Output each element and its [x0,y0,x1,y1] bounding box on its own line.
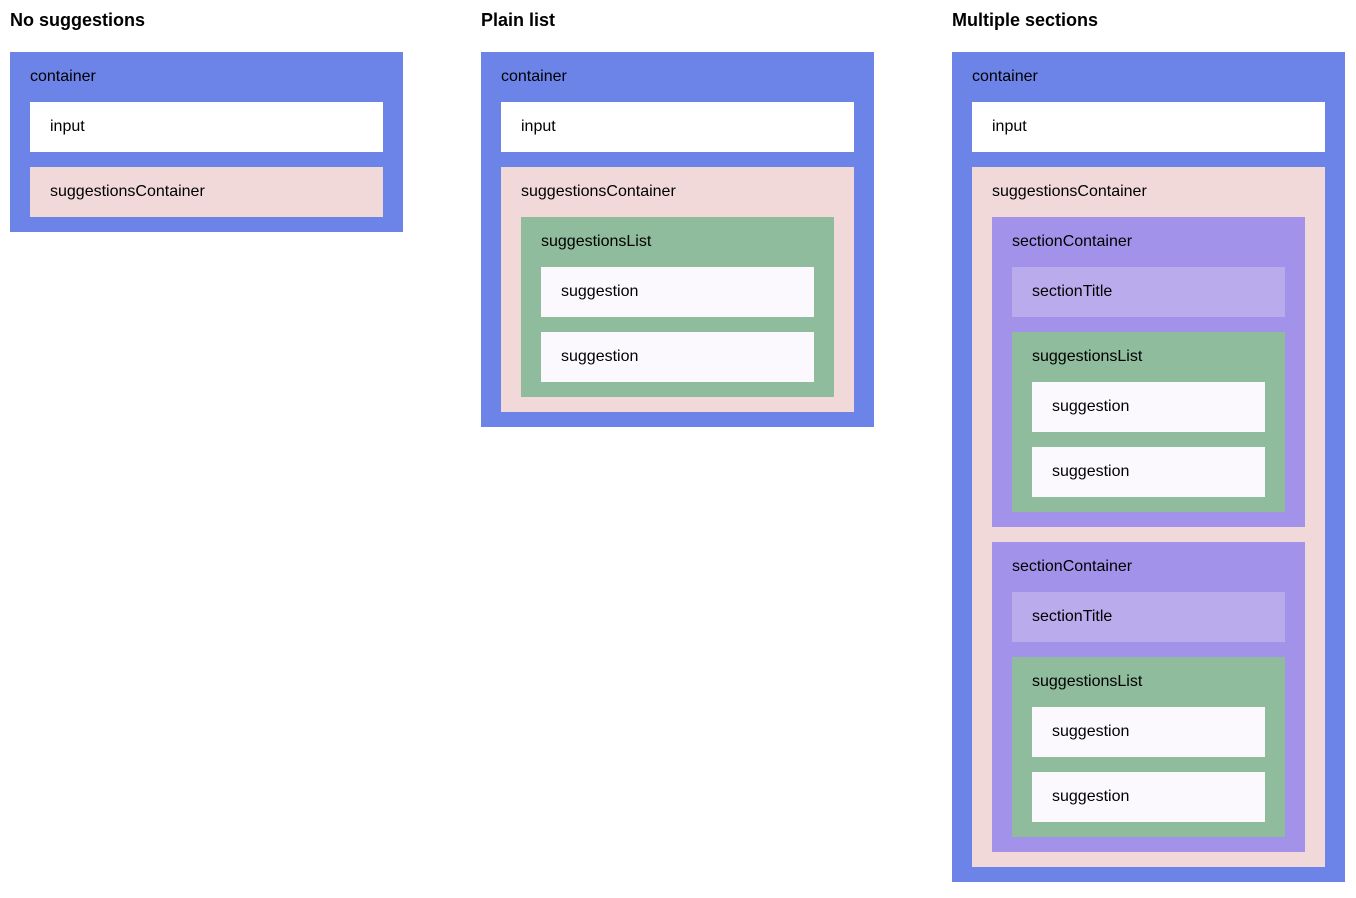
section-container-box: sectionContainer sectionTitle suggestion… [992,217,1305,527]
container-box-label: container [972,68,1038,85]
section-title-box-label: sectionTitle [1032,283,1113,300]
section-container-box-label: sectionContainer [1012,558,1133,575]
section-title-box: sectionTitle [1012,592,1285,642]
suggestion-box-label: suggestion [561,283,639,300]
suggestions-list-box: suggestionsList suggestion suggestion [1012,332,1285,512]
section-title-box-label: sectionTitle [1032,608,1113,625]
suggestions-container-box: suggestionsContainer [30,167,383,217]
input-box: input [501,102,854,152]
container-box: container input suggestionsContainer [10,52,403,232]
container-box: container input suggestionsContainer sec… [952,52,1345,882]
suggestions-container-box-label: suggestionsContainer [521,183,676,200]
container-box: container input suggestionsContainer sug… [481,52,874,427]
suggestion-box: suggestion [541,332,814,382]
input-box: input [972,102,1325,152]
example-heading-multiple-sections: Multiple sections [952,10,1099,30]
example-column-no-suggestions: No suggestions container input suggestio… [10,10,403,232]
suggestion-box-label: suggestion [1052,723,1130,740]
input-box-label: input [521,118,556,135]
input-box: input [30,102,383,152]
container-box-label: container [501,68,567,85]
example-column-multiple-sections: Multiple sections container input sugges… [952,10,1345,882]
suggestions-list-box-label: suggestionsList [541,233,652,250]
suggestion-box: suggestion [541,267,814,317]
suggestion-box-label: suggestion [1052,463,1130,480]
suggestions-list-box-label: suggestionsList [1032,348,1143,365]
suggestions-list-box: suggestionsList suggestion suggestion [521,217,834,397]
section-container-box: sectionContainer sectionTitle suggestion… [992,542,1305,852]
suggestions-container-box-label: suggestionsContainer [992,183,1147,200]
input-box-label: input [992,118,1027,135]
suggestions-container-box: suggestionsContainer sectionContainer se… [972,167,1325,867]
example-heading-no-suggestions: No suggestions [10,10,146,30]
suggestion-box-label: suggestion [561,348,639,365]
suggestions-container-box-label: suggestionsContainer [50,183,205,200]
suggestion-box: suggestion [1032,382,1265,432]
suggestions-list-box-label: suggestionsList [1032,673,1143,690]
example-column-plain-list: Plain list container input suggestionsCo… [481,10,874,427]
suggestion-box-label: suggestion [1052,788,1130,805]
suggestion-box: suggestion [1032,447,1265,497]
container-box-label: container [30,68,96,85]
example-heading-plain-list: Plain list [481,10,556,30]
suggestions-list-box: suggestionsList suggestion suggestion [1012,657,1285,837]
section-title-box: sectionTitle [1012,267,1285,317]
section-container-box-label: sectionContainer [1012,233,1133,250]
suggestion-box: suggestion [1032,707,1265,757]
suggestion-box: suggestion [1032,772,1265,822]
suggestion-box-label: suggestion [1052,398,1130,415]
suggestions-container-box: suggestionsContainer suggestionsList sug… [501,167,854,412]
input-box-label: input [50,118,85,135]
